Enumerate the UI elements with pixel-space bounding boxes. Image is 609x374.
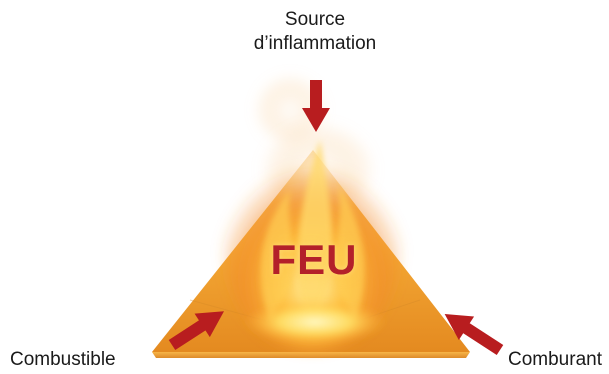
label-ignition-source: Source d’inflammation <box>220 8 410 56</box>
label-ignition-source-line1: Source <box>220 8 410 32</box>
center-label-fire: FEU <box>254 236 374 284</box>
label-oxidizer: Comburant <box>508 348 602 372</box>
triangle-bottom-edge <box>152 352 470 358</box>
flame-core <box>243 300 387 344</box>
label-fuel: Combustible <box>10 348 116 372</box>
label-ignition-source-line2: d’inflammation <box>220 32 410 56</box>
